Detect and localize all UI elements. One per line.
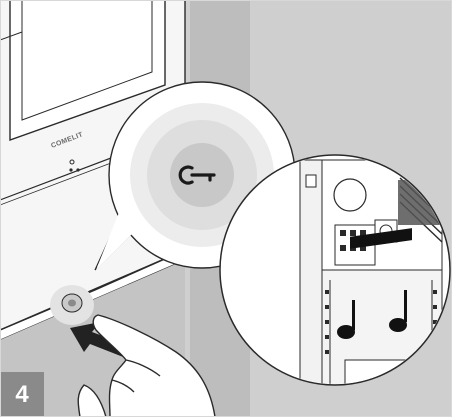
door-open-button <box>50 285 94 325</box>
step-number-badge: 4 <box>0 372 44 417</box>
